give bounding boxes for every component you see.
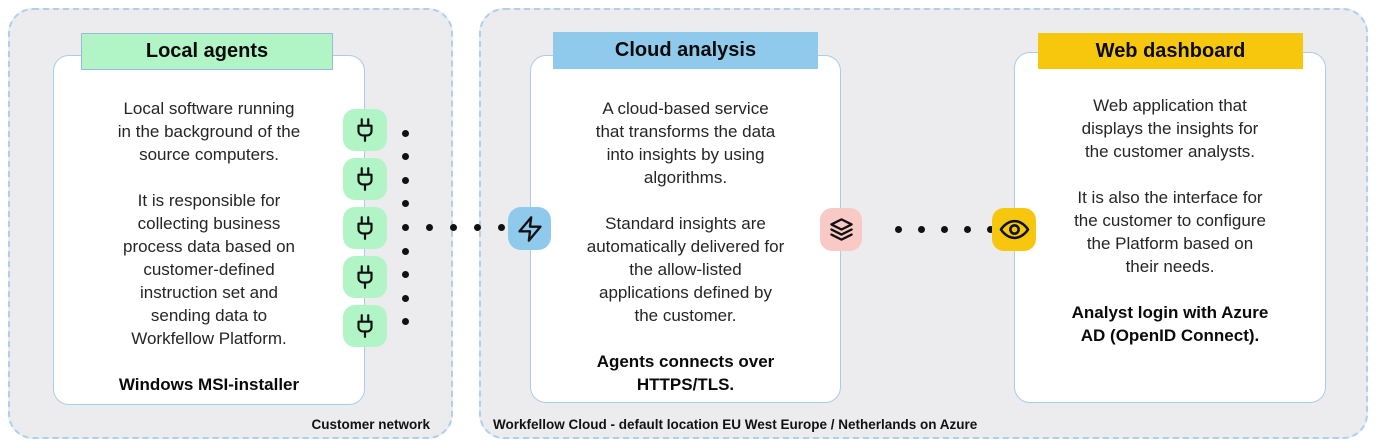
card-cloud-analysis: A cloud-based service that transforms th…: [530, 55, 841, 403]
local-agents-text: Local software running in the background…: [60, 97, 358, 419]
connector-dot: [401, 200, 409, 208]
connector-dot: [425, 223, 433, 231]
plug-icon: [343, 109, 387, 151]
paragraph: It is also the interface for the custome…: [1074, 188, 1266, 276]
card-local-agents: Local software running in the background…: [53, 55, 365, 405]
connector-dot: [473, 223, 481, 231]
paragraph: A cloud-based service that transforms th…: [595, 99, 776, 187]
layers-icon: [820, 208, 862, 251]
plug-icon: [343, 207, 387, 249]
paragraph: It is responsible for collecting busines…: [122, 191, 295, 348]
eye-icon: [992, 208, 1036, 251]
paragraph-bold: Analyst login with Azure AD (OpenID Conn…: [1071, 303, 1269, 345]
zone-label-customer-network: Customer network: [311, 417, 430, 432]
card-title-web-dashboard: Web dashboard: [1038, 33, 1303, 69]
connector-dot: [401, 176, 409, 184]
connector-dot: [986, 225, 994, 233]
connector-dot: [963, 225, 971, 233]
connector-dot: [940, 225, 948, 233]
paragraph: Standard insights are automatically deli…: [586, 214, 785, 325]
paragraph-bold: Windows MSI-installer: [118, 375, 300, 394]
card-title-local-agents: Local agents: [81, 33, 333, 70]
plug-icon: [343, 158, 387, 200]
cloud-analysis-text: A cloud-based service that transforms th…: [537, 97, 834, 419]
zone-label-workfellow-cloud: Workfellow Cloud - default location EU W…: [493, 417, 978, 432]
connector-dot: [449, 223, 457, 231]
connector-dot: [917, 225, 925, 233]
connector-dot: [401, 271, 409, 279]
connector-dot: [401, 294, 409, 302]
plug-icon: [343, 305, 387, 347]
connector-dot: [401, 318, 409, 326]
card-web-dashboard: Web application that displays the insigh…: [1014, 52, 1326, 403]
paragraph-bold: Agents connects over HTTPS/TLS.: [596, 352, 775, 394]
connector-dot: [497, 223, 505, 231]
connector-dot: [401, 223, 409, 231]
paragraph: Web application that displays the insigh…: [1081, 96, 1259, 161]
connector-dot: [894, 225, 902, 233]
connector-dot: [401, 129, 409, 137]
connector-dot: [401, 153, 409, 161]
card-title-cloud-analysis: Cloud analysis: [553, 32, 818, 69]
web-dashboard-text: Web application that displays the insigh…: [1021, 94, 1319, 370]
paragraph: Local software running in the background…: [117, 99, 301, 164]
plug-icon: [343, 256, 387, 298]
zap-icon: [508, 207, 551, 250]
connector-dot: [401, 247, 409, 255]
